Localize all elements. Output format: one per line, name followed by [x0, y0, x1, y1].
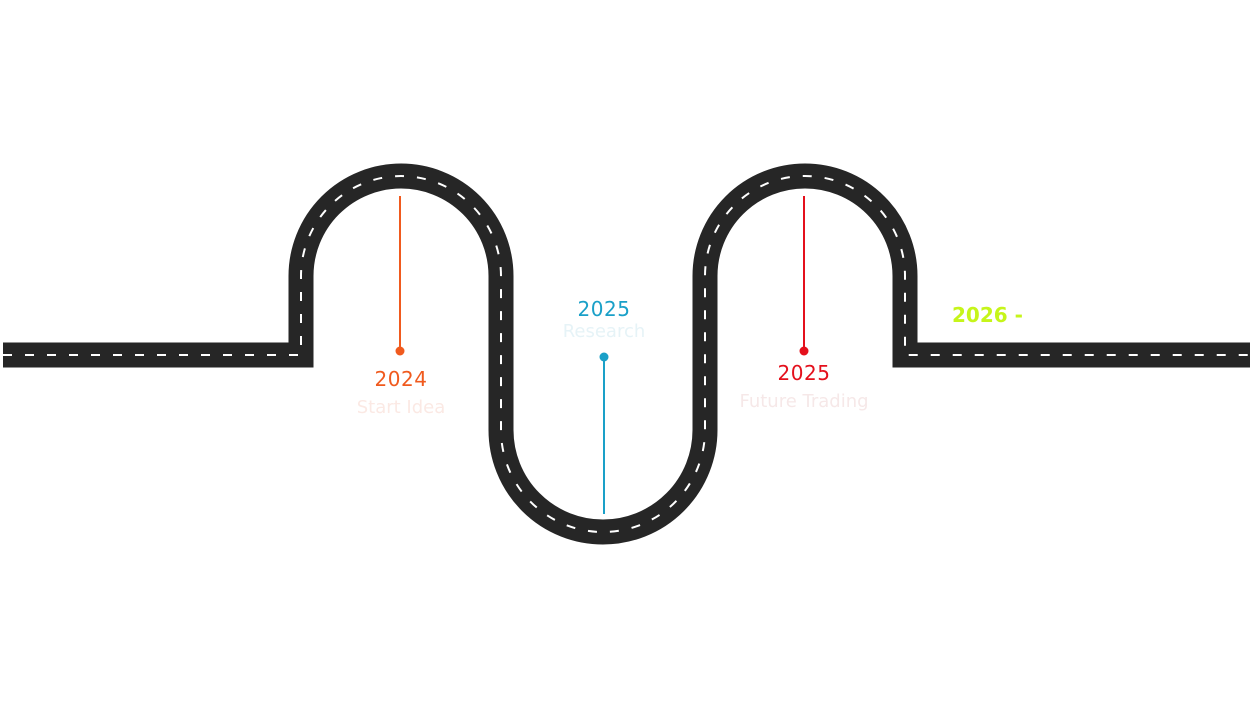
milestone-2024-year: 2024	[375, 367, 428, 391]
milestone-2024-caption: Start Idea	[357, 397, 446, 418]
milestone-2026: 2026 -	[952, 303, 1023, 327]
road-lane-markings	[3, 175, 1250, 533]
milestone-2024: 2024 Start Idea	[357, 196, 446, 418]
milestone-2025-research-caption: Research	[563, 321, 646, 342]
milestone-2025-future-trading-dot	[799, 346, 809, 356]
milestone-2025-future-trading: 2025 Future Trading	[739, 196, 869, 412]
milestone-2025-research-year: 2025	[578, 297, 631, 321]
milestone-2025-future-trading-year: 2025	[778, 361, 831, 385]
milestone-2025-future-trading-caption: Future Trading	[739, 391, 868, 412]
milestone-2025-research: 2025 Research	[563, 297, 646, 514]
road-path	[3, 163, 1250, 545]
milestone-2025-research-dot	[599, 352, 609, 362]
milestone-2026-year: 2026 -	[952, 303, 1023, 327]
milestone-2024-dot	[395, 346, 405, 356]
